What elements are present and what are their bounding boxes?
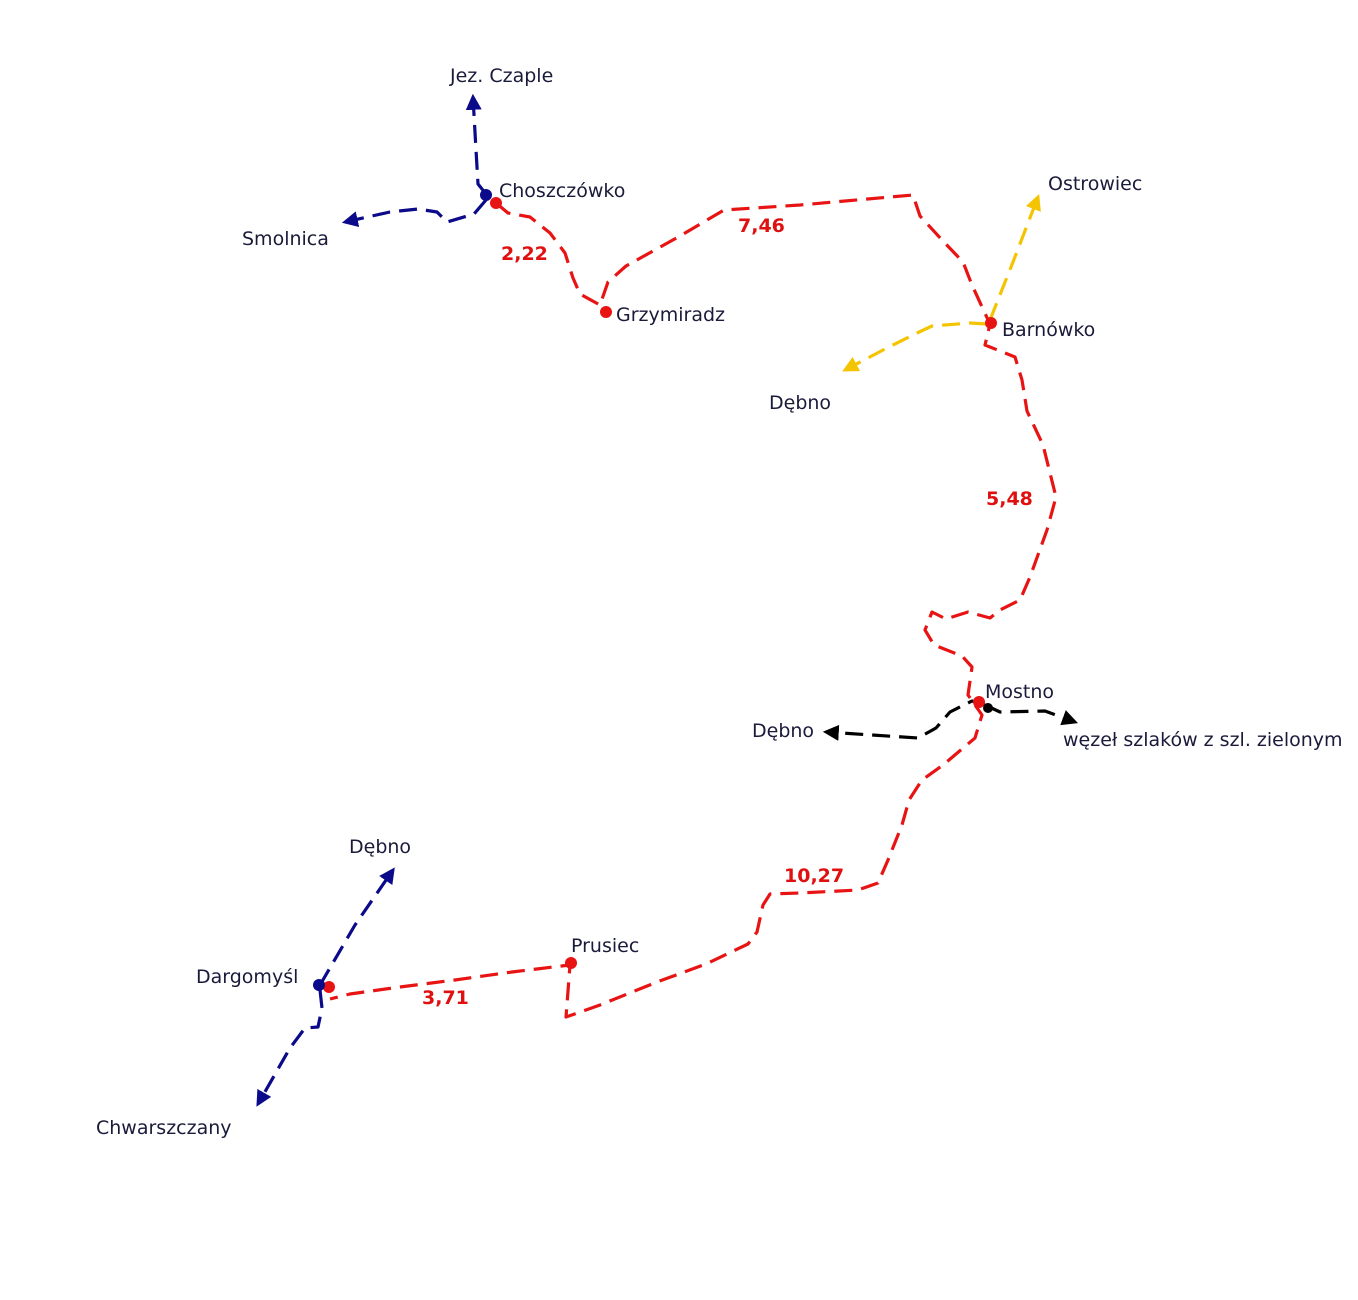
label-smolnica: Smolnica: [242, 228, 329, 250]
label-ostrowiec: Ostrowiec: [1048, 173, 1142, 195]
label-debno-3: Dębno: [349, 836, 411, 858]
label-debno-2: Dębno: [752, 720, 814, 742]
node-dargomysl-blue[interactable]: [313, 979, 325, 991]
node-barnowko[interactable]: [985, 317, 997, 329]
label-chwarszczany: Chwarszczany: [96, 1117, 232, 1139]
black-trail-to-debno: [822, 699, 986, 741]
label-choszczowko: Choszczówko: [499, 180, 625, 202]
blue-trail-to-jez-czaple: [465, 93, 488, 195]
black-trail-to-wezel: [984, 703, 1079, 726]
node-grzymiradz[interactable]: [600, 306, 612, 318]
distance-label-5: 3,71: [422, 987, 469, 1009]
blue-trail-to-smolnica: [341, 198, 488, 228]
label-dargomysl: Dargomyśl: [196, 966, 298, 988]
yellow-trail-to-debno: [842, 321, 988, 372]
node-dargomysl-red[interactable]: [323, 981, 335, 993]
yellow-trail-to-ostrowiec: [988, 194, 1041, 321]
blue-trail-to-chwarszczany: [256, 989, 324, 1107]
label-mostno: Mostno: [985, 681, 1054, 703]
node-prusiec[interactable]: [565, 957, 577, 969]
distance-label-1: 2,22: [501, 243, 548, 265]
node-mostno-red[interactable]: [973, 696, 985, 708]
label-jez-czaple: Jez. Czaple: [449, 65, 553, 87]
distance-label-2: 7,46: [738, 215, 785, 237]
label-grzymiradz: Grzymiradz: [616, 304, 725, 326]
blue-trail-to-debno: [318, 867, 395, 986]
node-mostno-black[interactable]: [983, 703, 993, 713]
distance-label-4: 10,27: [784, 865, 844, 887]
label-debno-1: Dębno: [769, 392, 831, 414]
label-wezel: węzeł szlaków z szl. zielonym: [1063, 729, 1343, 751]
distance-label-3: 5,48: [986, 488, 1033, 510]
node-choszczowko-red[interactable]: [490, 197, 502, 209]
node-choszczowko-blue[interactable]: [480, 189, 492, 201]
label-prusiec: Prusiec: [571, 935, 639, 957]
label-barnowko: Barnówko: [1002, 319, 1095, 341]
red-trail-main: [329, 193, 1058, 1019]
